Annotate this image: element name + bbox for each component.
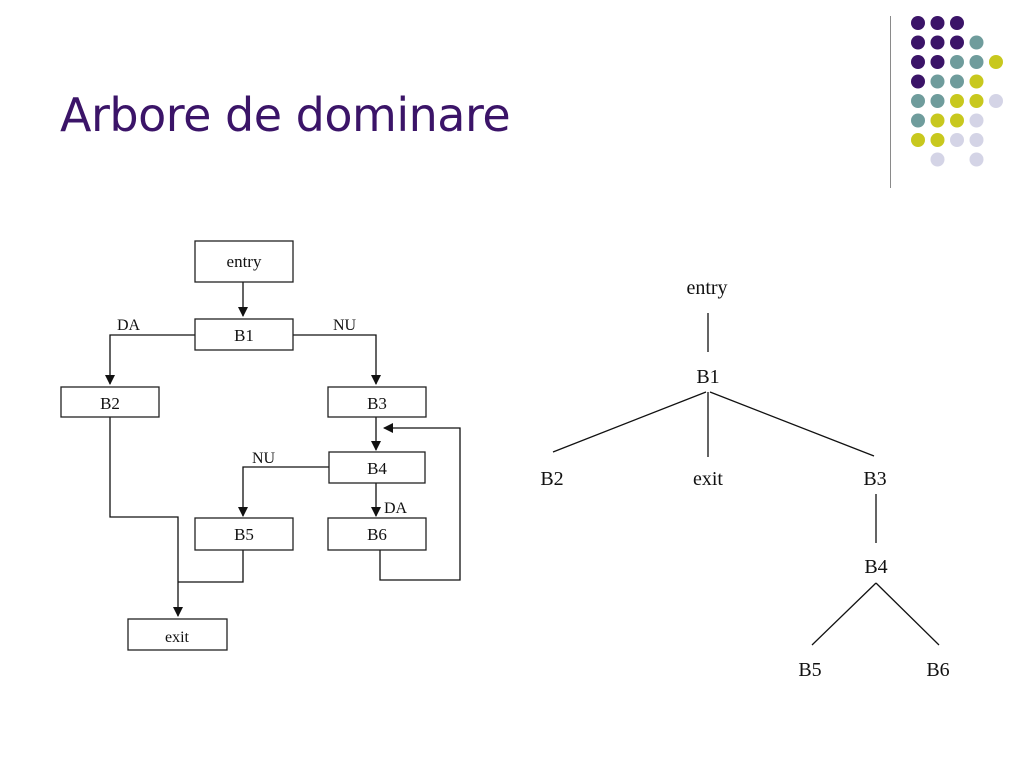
edge-label-da: DA <box>384 500 408 517</box>
decorative-dot <box>911 74 925 89</box>
svg-text:B2: B2 <box>100 394 120 413</box>
tree-node-b4: B4 <box>864 556 887 578</box>
tree-node-b1: B1 <box>696 366 719 388</box>
flow-node-b4: B4 <box>328 451 426 484</box>
decorative-dot <box>950 113 964 128</box>
svg-text:B6: B6 <box>367 525 387 544</box>
decorative-dot <box>950 16 964 30</box>
flow-node-exit: exit <box>127 618 228 651</box>
svg-text:B3: B3 <box>367 394 387 413</box>
decorative-divider <box>890 16 891 188</box>
tree-node-b2: B2 <box>540 468 563 490</box>
decorative-dot <box>930 35 945 50</box>
edge-b5-exit <box>178 550 244 583</box>
svg-text:B5: B5 <box>234 525 254 544</box>
tree-edge-b1-b3 <box>709 391 875 457</box>
decorative-dot <box>969 55 984 69</box>
decorative-dot <box>969 35 984 50</box>
decorative-dot <box>930 94 945 108</box>
decorative-dot <box>930 74 945 89</box>
slide-title: Arbore de dominare <box>60 88 511 142</box>
decorative-dot <box>969 152 984 167</box>
decorative-dot <box>930 152 945 167</box>
tree-edge-b4-b5 <box>811 582 877 646</box>
dominator-tree: entry B1 B2 exit B3 B4 B5 B6 <box>540 277 949 681</box>
tree-edge-b4-b6 <box>875 582 940 646</box>
edge-label-nu: NU <box>252 450 276 467</box>
decorative-dot <box>911 113 925 128</box>
decorative-dot <box>950 133 964 147</box>
edge-b6-b4-loop <box>379 423 461 581</box>
svg-text:B1: B1 <box>234 326 254 345</box>
decorative-dot <box>930 55 945 69</box>
edge-b4-b5 <box>238 466 329 517</box>
decorative-dot <box>969 133 984 147</box>
svg-text:entry: entry <box>227 252 262 271</box>
tree-node-b3: B3 <box>863 468 886 490</box>
decorative-dot <box>950 55 964 69</box>
decorative-dot <box>930 113 945 128</box>
decorative-dot <box>911 35 925 50</box>
edge-label-nu: NU <box>333 317 357 334</box>
decorative-dot <box>969 113 984 128</box>
decorative-dot <box>969 94 984 108</box>
tree-node-b6: B6 <box>926 659 949 681</box>
tree-node-exit: exit <box>693 468 723 490</box>
svg-text:B4: B4 <box>367 459 387 478</box>
tree-node-b5: B5 <box>798 659 821 681</box>
edge-label-da: DA <box>117 317 141 334</box>
edge-b1-b2 <box>105 334 195 385</box>
decorative-dot <box>989 94 1003 108</box>
flow-node-b2: B2 <box>60 386 160 418</box>
flow-node-b6: B6 <box>327 517 427 551</box>
decorative-dot <box>950 94 964 108</box>
decorative-dot <box>911 133 925 147</box>
tree-edge-b1-b2 <box>552 391 707 453</box>
flowgraph: entry B1 B2 B3 B4 B5 B6 exit <box>60 240 461 651</box>
flow-node-b3: B3 <box>327 386 427 418</box>
edge-b2-exit <box>109 417 183 617</box>
decorative-dot <box>950 74 964 89</box>
flow-node-entry: entry <box>194 240 294 283</box>
decorative-dot <box>989 55 1003 69</box>
decorative-dot <box>911 55 925 69</box>
decorative-dot <box>950 35 964 50</box>
flow-node-b5: B5 <box>194 517 294 551</box>
decorative-dot <box>969 74 984 89</box>
decorative-dot <box>930 133 945 147</box>
decorative-dot <box>911 94 925 108</box>
svg-text:exit: exit <box>165 629 190 646</box>
flow-node-b1: B1 <box>194 318 294 351</box>
edge-b1-b3 <box>293 334 381 385</box>
decorative-dot <box>930 16 945 30</box>
decorative-dot-grid <box>911 16 1003 167</box>
tree-node-entry: entry <box>686 277 727 299</box>
decorative-dot <box>911 16 925 30</box>
